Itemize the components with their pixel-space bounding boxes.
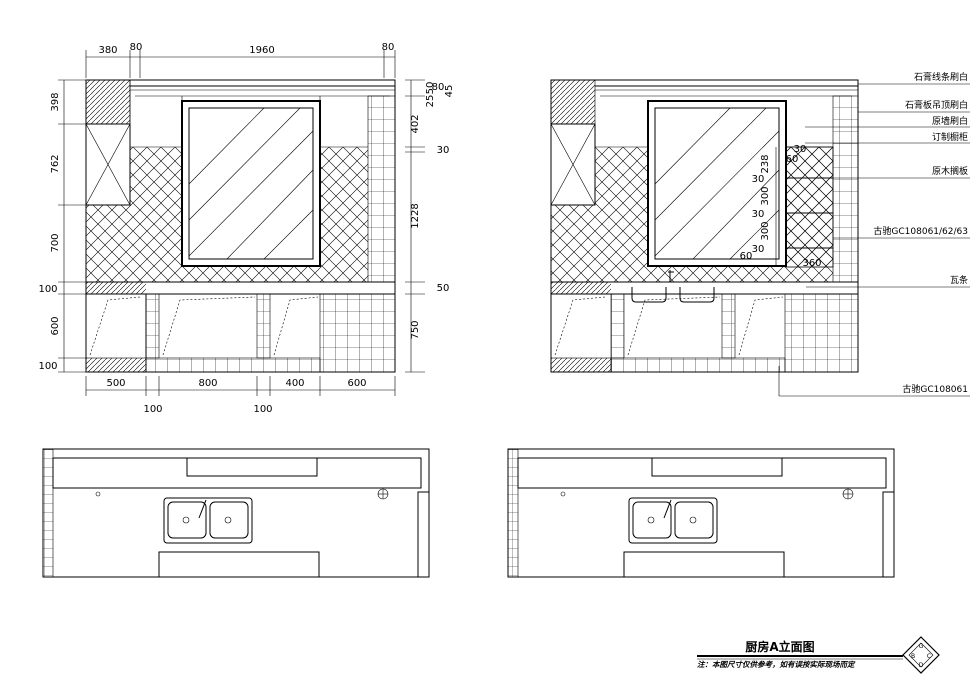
dim-right-7: 1228 — [410, 203, 421, 228]
drawing-note: 注：本图尺寸仅供参考，如有误按实际现场而定 — [697, 660, 856, 669]
dim-right-8: 50 — [437, 283, 450, 294]
title-block: 厨房A立面图 注：本图尺寸仅供参考，如有误按实际现场而定 G B C D — [697, 636, 940, 674]
dim-right-5: 402 — [410, 114, 421, 133]
window-glass — [188, 107, 314, 260]
dim-inner-6: 30 — [752, 209, 765, 220]
left-side-dimensions: 398 762 700 100 600 100 — [38, 79, 86, 373]
logo-letter-4: D — [919, 662, 924, 669]
drawing-title: 厨房A立面图 — [745, 639, 814, 654]
dim-right-3: 50 — [425, 82, 436, 95]
dim-bottom-3: 400 — [285, 378, 304, 389]
left-elevation: 380 80 1960 80 398 762 700 100 600 100 — [38, 42, 455, 415]
right-callouts: 石膏线条刷白 石膏板吊顶刷白 原墙刷白 订制橱柜 原木搁板 古驰GC108061… — [778, 71, 970, 397]
dim-bottom-2: 800 — [198, 378, 217, 389]
callout-8: 古驰GC108061 — [902, 383, 968, 395]
callout-3: 原墙刷白 — [932, 115, 968, 127]
dim-top-4: 80 — [382, 42, 395, 53]
dim-bottom-sub-2: 100 — [253, 404, 272, 415]
callout-4: 订制橱柜 — [932, 131, 968, 143]
dim-inner-10: 360 — [802, 258, 821, 269]
logo-letter-3: C — [927, 653, 931, 660]
dim-inner-7: 300 — [760, 221, 771, 240]
callout-7: 瓦条 — [950, 274, 968, 286]
dim-inner-1: 30 — [794, 144, 807, 155]
logo-letter-2: B — [911, 653, 915, 660]
callout-5: 原木搁板 — [932, 165, 968, 177]
plan-view-right — [507, 448, 895, 578]
dim-left-4: 100 — [38, 284, 57, 295]
dim-left-6: 100 — [38, 361, 57, 372]
dim-right-4: 45 — [444, 85, 455, 98]
left-top-dimensions: 380 80 1960 80 — [85, 42, 396, 78]
left-right-dimensions: 80 25 50 45 402 30 1228 50 750 — [405, 79, 455, 373]
dim-left-3: 700 — [50, 233, 61, 252]
dim-inner-5: 300 — [760, 186, 771, 205]
dim-right-1: 80 — [432, 82, 445, 93]
dim-top-2: 80 — [130, 42, 143, 53]
dim-top-3: 1960 — [249, 45, 274, 56]
dim-right-9: 750 — [410, 320, 421, 339]
callout-1: 石膏线条刷白 — [914, 71, 968, 83]
plan-view-left — [42, 448, 430, 578]
dim-inner-2: 60 — [786, 154, 799, 165]
dim-left-5: 600 — [50, 316, 61, 335]
dim-right-2: 25 — [425, 95, 436, 108]
left-bottom-dimensions: 500 800 400 600 100 100 — [85, 376, 396, 415]
company-logo: G B C D — [902, 636, 940, 674]
right-elevation: 30 60 238 30 300 30 300 30 60 360 石膏线条刷白… — [550, 71, 970, 397]
dim-bottom-1: 500 — [106, 378, 125, 389]
dim-left-2: 762 — [50, 154, 61, 173]
dim-bottom-sub-1: 100 — [143, 404, 162, 415]
dim-inner-8: 30 — [752, 244, 765, 255]
dim-inner-4: 30 — [752, 174, 765, 185]
dim-inner-9: 60 — [740, 251, 753, 262]
right-inner-dimensions: 30 60 238 30 300 30 300 30 60 360 — [740, 144, 822, 269]
callout-2: 石膏板吊顶刷白 — [905, 99, 968, 111]
dim-left-1: 398 — [50, 92, 61, 111]
dim-bottom-4: 600 — [347, 378, 366, 389]
logo-letter-1: G — [919, 643, 924, 650]
dim-inner-3: 238 — [760, 154, 771, 173]
left-elevation-drawing — [85, 79, 396, 373]
dim-right-6: 30 — [437, 145, 450, 156]
callout-6: 古驰GC108061/62/63 — [873, 225, 968, 237]
dim-top-1: 380 — [98, 45, 117, 56]
